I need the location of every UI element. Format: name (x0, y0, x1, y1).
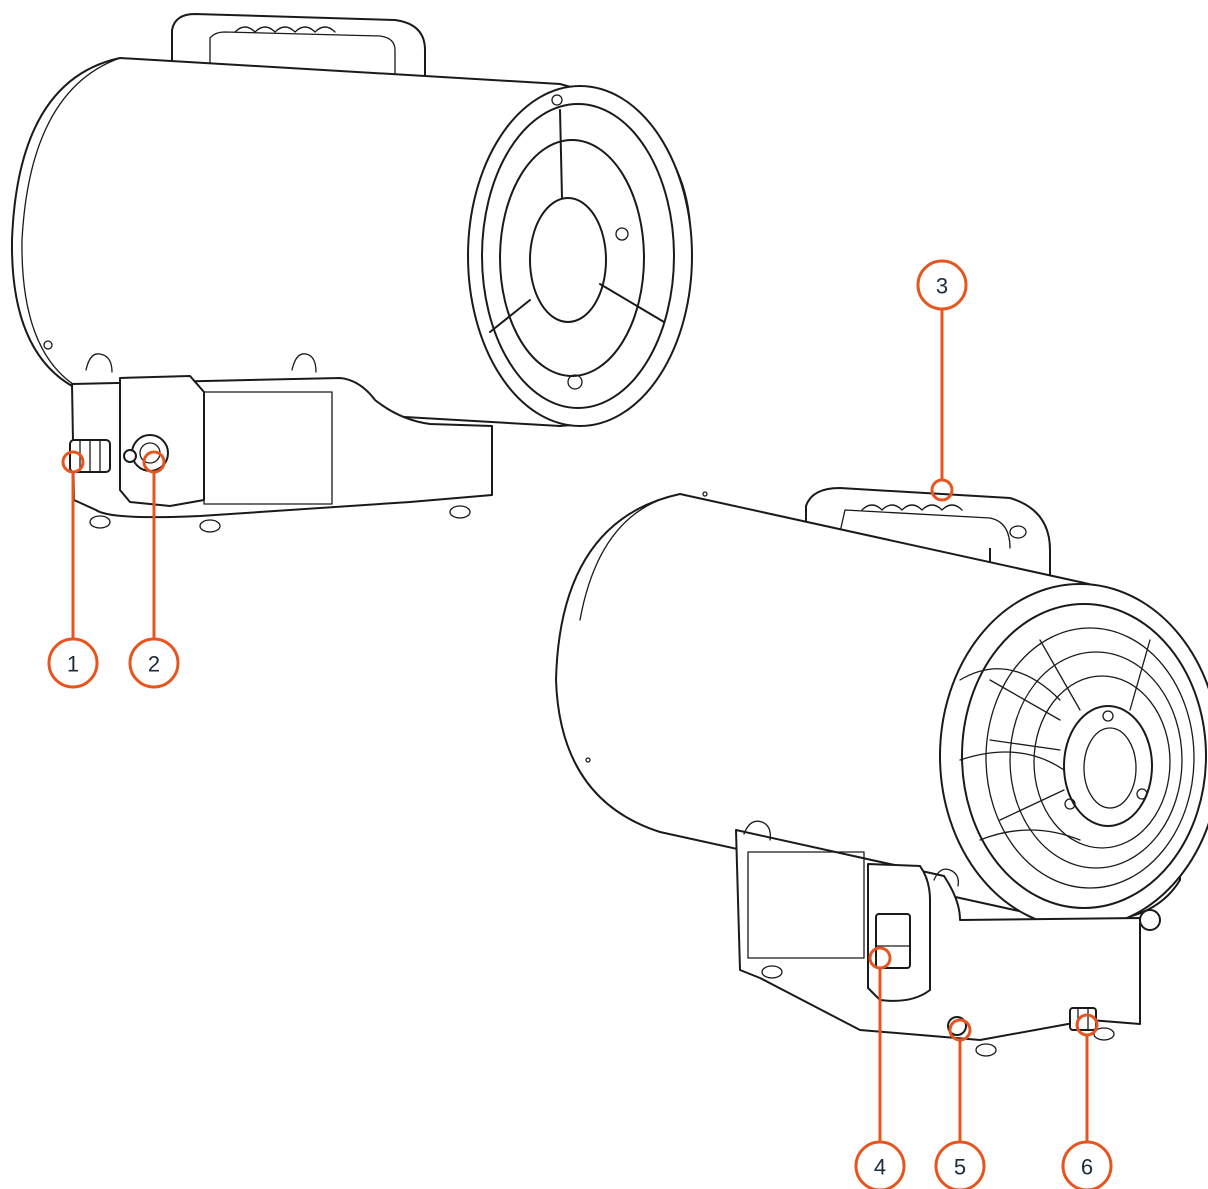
callout-2-badge (128, 637, 180, 689)
heater-a-base (71, 353, 493, 533)
heater-rear-view (10, 13, 693, 533)
heater-b-handle (805, 487, 1051, 591)
callout-2-number: 2 (148, 652, 160, 677)
callout-5-number: 5 (954, 1155, 966, 1180)
callout-6: 6 (1061, 1013, 1113, 1189)
callout-1: 1 (47, 450, 99, 689)
callout-2-target-ring (142, 450, 166, 474)
callout-4-target-ring (868, 946, 892, 970)
callout-2: 2 (128, 450, 180, 689)
callout-1-target-ring (61, 450, 85, 474)
callout-4-number: 4 (874, 1155, 886, 1180)
heater-a-handle (171, 13, 426, 81)
heater-front-view (555, 487, 1208, 1057)
heater-a-front-grille (467, 85, 693, 427)
callout-6-number: 6 (1081, 1155, 1093, 1180)
callout-layer: 1 2 3 4 5 6 (47, 259, 1113, 1189)
callout-5-target-ring (948, 1018, 972, 1042)
callout-3-number: 3 (936, 274, 948, 299)
callout-4-badge (854, 1140, 906, 1189)
callout-1-number: 1 (67, 652, 79, 677)
callout-3: 3 (916, 259, 968, 502)
callout-3-target-ring (930, 478, 954, 502)
heater-a-gas-inlet (69, 439, 111, 473)
callout-3-badge (916, 259, 968, 311)
callout-6-target-ring (1075, 1013, 1099, 1037)
callout-5-badge (934, 1140, 986, 1189)
callout-5: 5 (934, 1018, 986, 1189)
callout-1-badge (47, 637, 99, 689)
callout-4: 4 (854, 946, 906, 1189)
heater-b-gas-inlet (1069, 1007, 1097, 1031)
callout-6-badge (1061, 1140, 1113, 1189)
heater-b-front-grille (939, 583, 1208, 929)
